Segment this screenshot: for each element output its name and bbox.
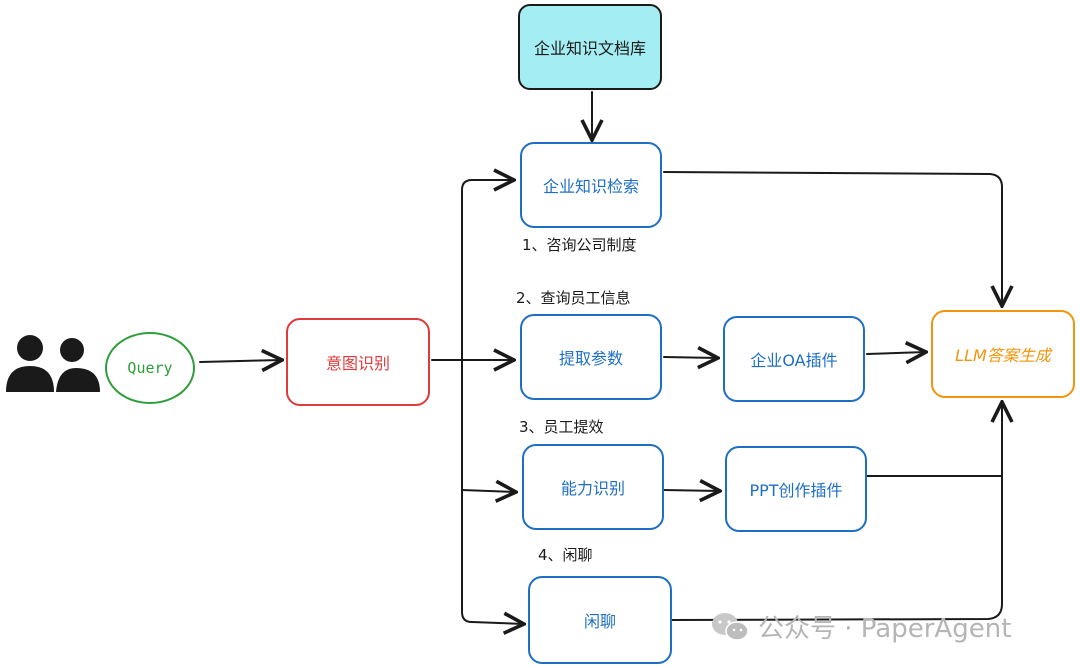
node-oa-plugin: 企业OA插件 <box>723 316 865 402</box>
wechat-icon <box>712 612 749 641</box>
line-branch-bus <box>461 179 473 623</box>
branch-label-3: 3、员工提效 <box>519 418 604 436</box>
users-icon <box>6 335 100 392</box>
node-ability-recognition-label: 能力识别 <box>560 479 625 498</box>
arrow-bus-to-ability <box>461 490 516 492</box>
watermark: 公众号 · PaperAgent <box>710 608 1011 645</box>
arrow-oa-to-llm <box>866 352 926 354</box>
node-extract-params: 提取参数 <box>520 314 662 400</box>
node-chitchat: 闲聊 <box>528 576 672 664</box>
node-llm-answer: LLM答案生成 <box>931 310 1075 398</box>
arrow-extract-to-oa <box>663 357 718 358</box>
node-knowledge-base: 企业知识文档库 <box>518 4 662 90</box>
node-knowledge-search-label: 企业知识检索 <box>542 177 639 196</box>
node-chitchat-label: 闲聊 <box>583 612 616 631</box>
node-ability-recognition: 能力识别 <box>522 444 664 530</box>
node-ppt-plugin-label: PPT创作插件 <box>749 481 843 500</box>
arrow-ability-to-ppt <box>663 490 720 491</box>
arrow-search-to-llm <box>663 171 1002 306</box>
arrow-bus-to-chitchat <box>471 622 524 624</box>
watermark-text: 公众号 · PaperAgent <box>758 614 1012 644</box>
line-chitchat-to-llm <box>671 603 1003 621</box>
arrow-query-to-intent <box>199 360 282 362</box>
node-ppt-plugin: PPT创作插件 <box>725 446 867 532</box>
node-intent-label: 意图识别 <box>325 354 390 373</box>
node-oa-plugin-label: 企业OA插件 <box>750 351 838 370</box>
node-llm-answer-label: LLM答案生成 <box>955 346 1051 365</box>
node-intent: 意图识别 <box>286 318 430 406</box>
branch-label-1: 1、咨询公司制度 <box>522 236 637 254</box>
node-knowledge-search: 企业知识检索 <box>520 142 662 228</box>
node-extract-params-label: 提取参数 <box>558 349 623 368</box>
branch-label-2: 2、查询员工信息 <box>516 289 631 307</box>
node-knowledge-base-label: 企业知识文档库 <box>533 39 646 58</box>
node-query-label: Query <box>127 359 173 377</box>
branch-label-4: 4、闲聊 <box>538 546 593 564</box>
node-query: Query <box>105 332 195 404</box>
